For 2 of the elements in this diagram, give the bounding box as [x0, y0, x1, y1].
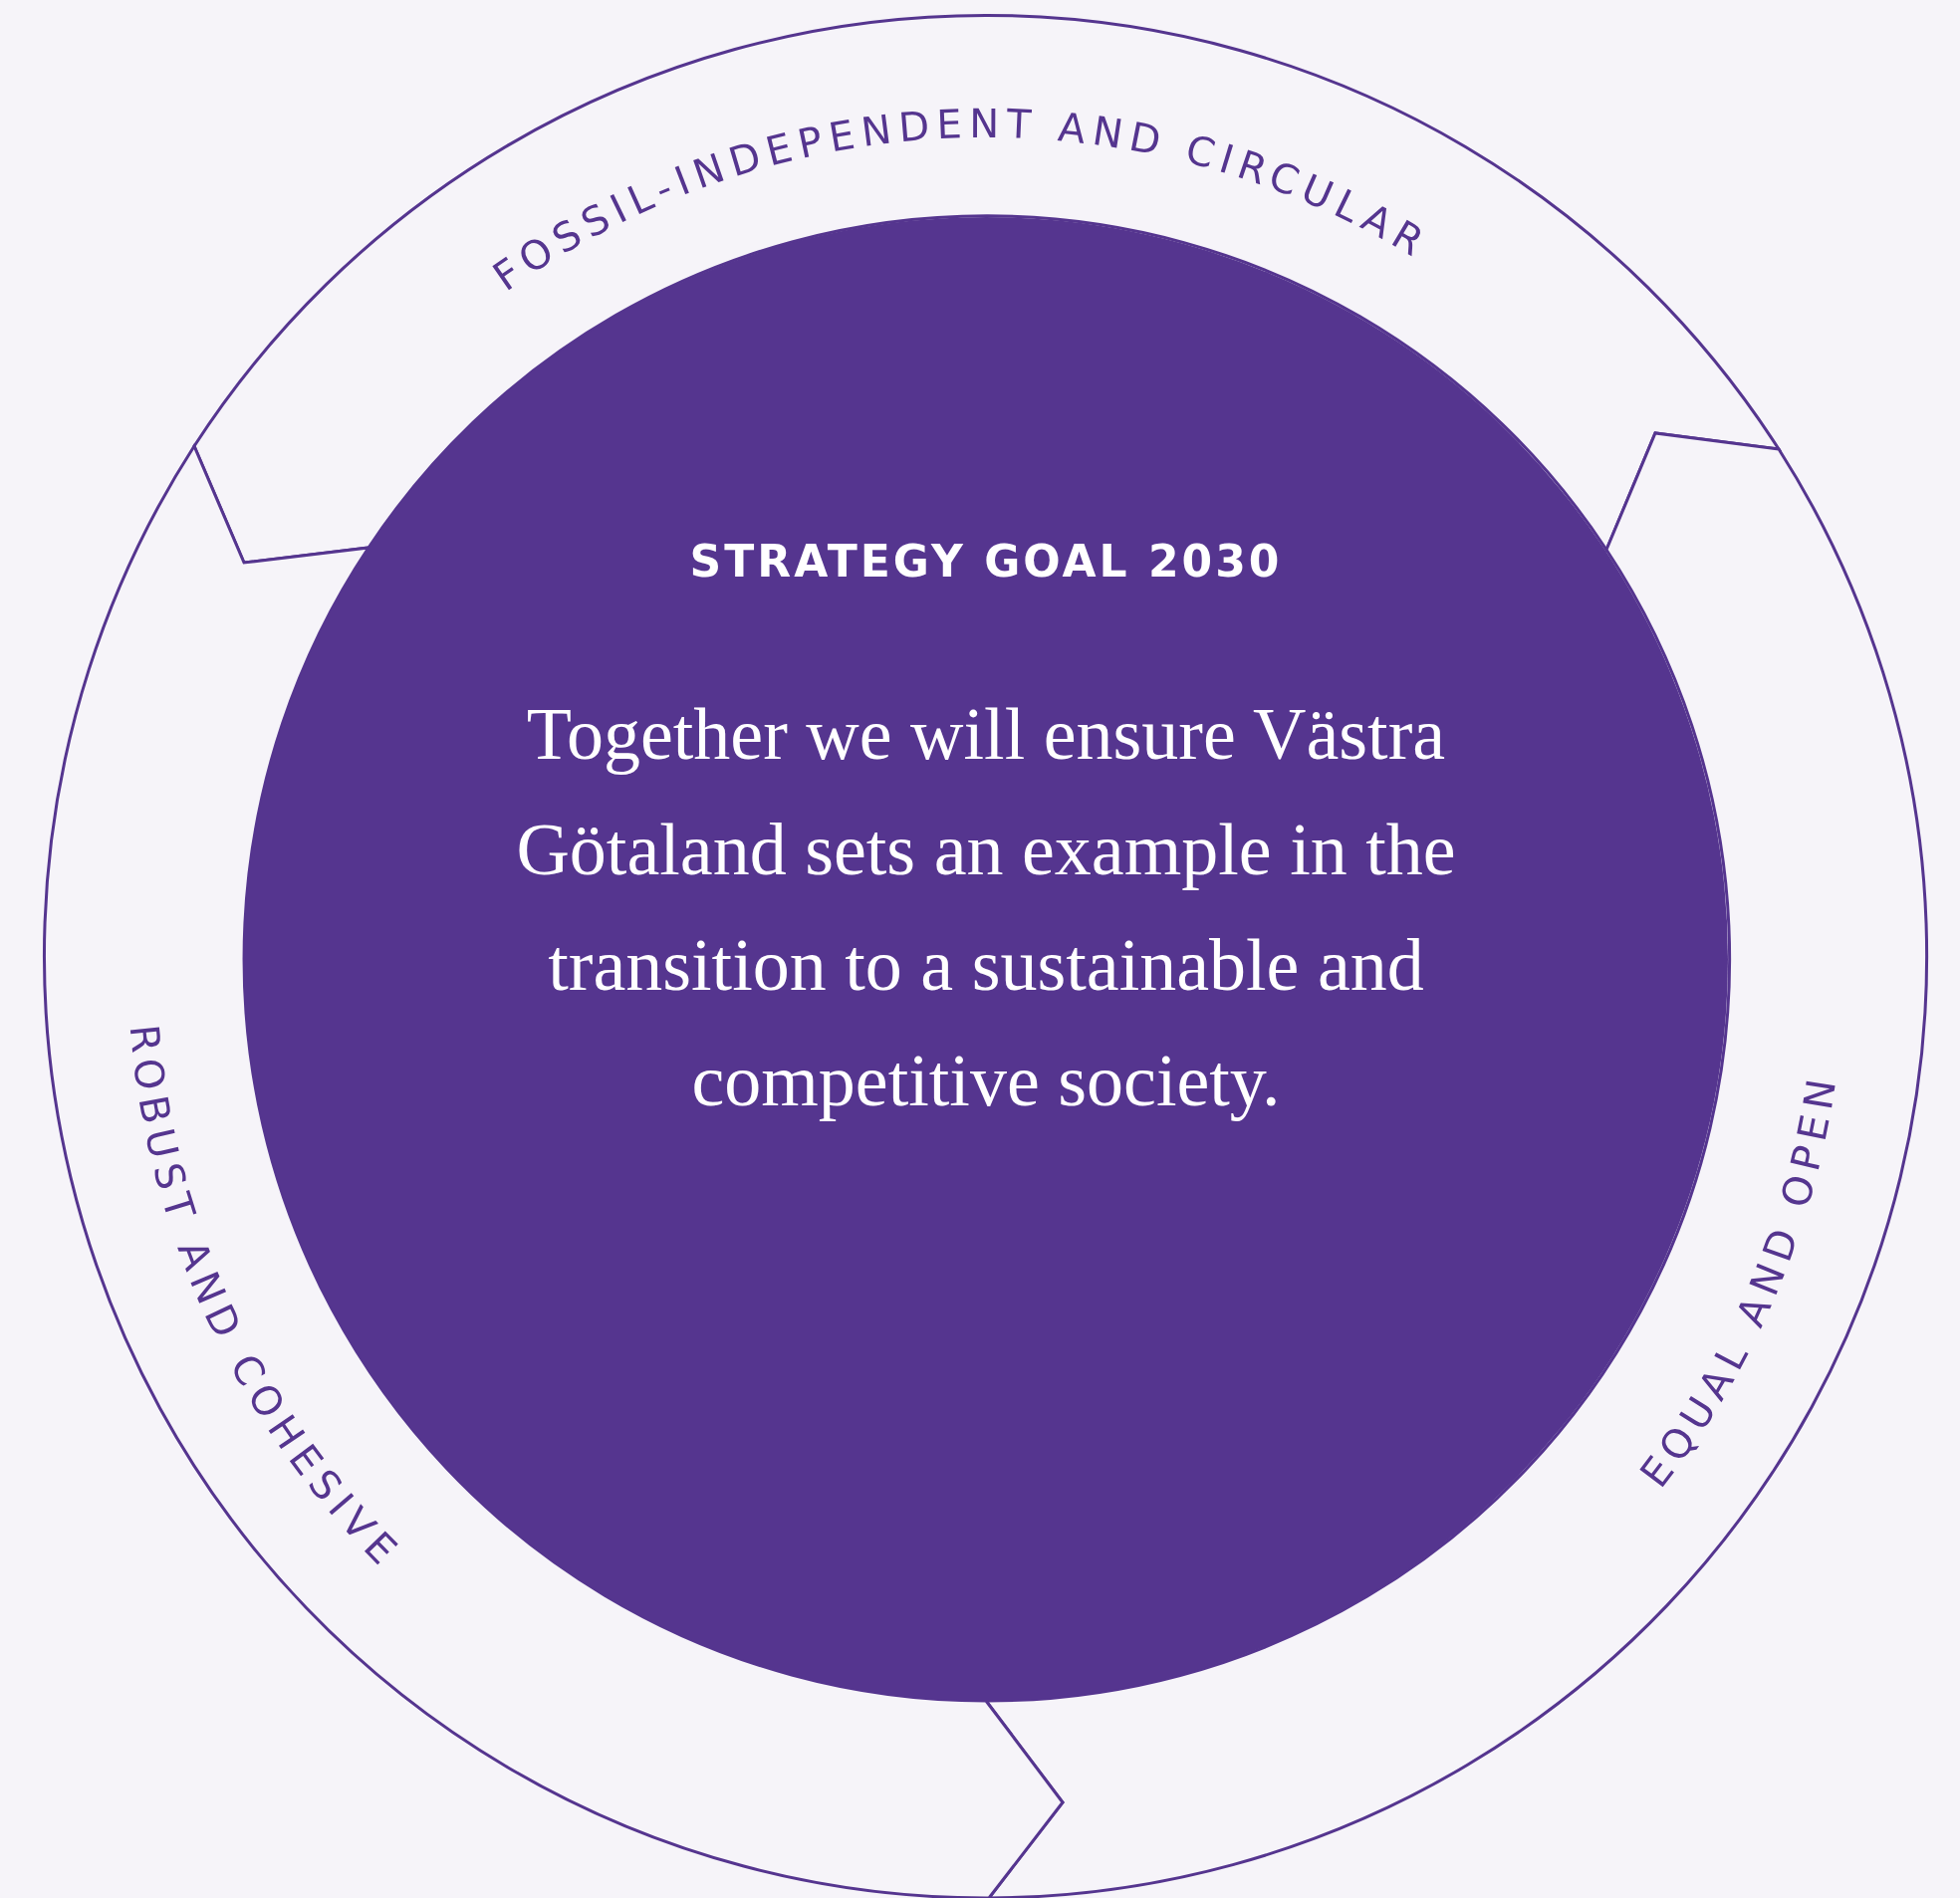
circle-heading: STRATEGY GOAL 2030 — [689, 536, 1283, 587]
goal-statement: Together we will ensure Västra Götaland sets an example in the transition to a sustainable and competitive society. — [515, 692, 1457, 1123]
